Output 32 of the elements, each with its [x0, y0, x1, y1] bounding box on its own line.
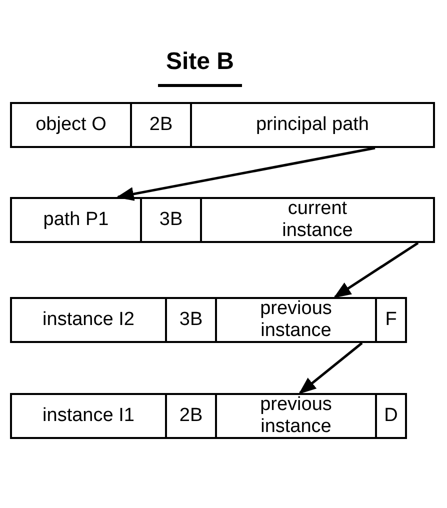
field-text: path P1	[43, 209, 109, 231]
record-field	[10, 102, 132, 148]
record-field	[10, 393, 167, 439]
arrow	[298, 342, 363, 394]
record-field	[165, 297, 217, 343]
record-field	[190, 102, 435, 148]
field-text: current instance	[281, 198, 354, 242]
record-field	[215, 393, 377, 439]
record-field	[130, 102, 192, 148]
record-field	[140, 197, 202, 243]
arrow	[334, 242, 419, 298]
field-text: object O	[36, 114, 106, 136]
field-text: instance I1	[42, 405, 134, 427]
record-field	[375, 297, 407, 343]
record-field	[10, 197, 142, 243]
field-text: instance I2	[42, 309, 134, 331]
field-text: principal path	[256, 114, 370, 136]
field-text: D	[384, 405, 398, 427]
arrow	[116, 146, 376, 201]
field-text: previous instance	[259, 394, 333, 438]
field-text: previous instance	[259, 298, 333, 342]
field-text: F	[385, 309, 397, 331]
title: Site B	[164, 48, 235, 76]
record-field	[375, 393, 407, 439]
field-text: 2B	[149, 114, 173, 136]
record-field	[200, 197, 435, 243]
field-text: 3B	[159, 209, 183, 231]
record-field	[215, 297, 377, 343]
record-field	[10, 297, 167, 343]
record-field	[165, 393, 217, 439]
field-text: 3B	[179, 309, 203, 331]
field-text: 2B	[179, 405, 203, 427]
